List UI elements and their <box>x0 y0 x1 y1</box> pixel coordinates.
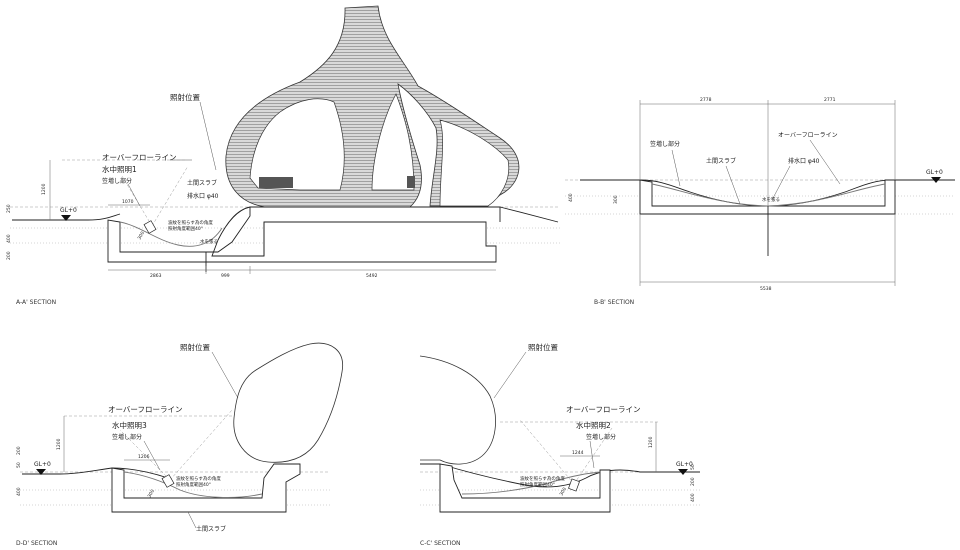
gl-label-dd: GL+0 <box>34 461 51 468</box>
label-angle-note-1-cc: 波紋を照らす為の角度 <box>520 475 565 482</box>
ground-right-aa <box>499 206 559 223</box>
ground-line-aa <box>12 213 121 221</box>
rock-blob-cc <box>419 355 496 465</box>
underwater-light-3-fixture <box>161 474 175 488</box>
rock-opening-left <box>249 98 345 191</box>
dim-1244-cc: 1244 <box>572 450 584 456</box>
dim-1070-aa: 1070 <box>122 199 134 205</box>
label-angle-note-1-dd: 波紋を照らす為の角度 <box>176 475 221 482</box>
pond-outline-dd <box>111 463 301 513</box>
light-beam-dd <box>119 409 233 481</box>
dim-2771-bb: 2771 <box>824 97 836 103</box>
label-angle-note-2-aa: 照射角度範囲40° <box>168 225 203 232</box>
dim-300-dd: 300 <box>147 488 157 499</box>
light-beam-cc <box>519 419 613 485</box>
water-surface-dd <box>123 471 263 498</box>
label-angle-note-2-dd: 照射角度範囲40° <box>176 481 211 488</box>
dim-300-cc: 300 <box>559 486 569 497</box>
label-illumination-position-aa: 照射位置 <box>170 92 200 102</box>
underwater-light-2-fixture <box>568 478 580 492</box>
section-aa: 照射位置 オーバーフローライン 水中照明1 笠増し部分 土間スラブ 排水口 φ4… <box>6 5 560 306</box>
dim-400-bb: 400 <box>568 193 574 202</box>
dim-200-cc: 200 <box>690 477 696 486</box>
rock-blob-dd <box>233 342 343 463</box>
dim-400-dd: 400 <box>16 487 22 496</box>
gl-marker-dd <box>36 469 46 475</box>
dim-300-bb: 300 <box>613 195 619 204</box>
label-underwater-light-aa: 水中照明1 <box>102 164 137 174</box>
dim-2778-bb: 2778 <box>700 97 712 103</box>
dim-50-dd: 50 <box>16 462 22 468</box>
label-water-surface-aa: 水を張る <box>200 238 218 245</box>
label-drain-bb: 排水口 φ40 <box>788 157 820 165</box>
label-floor-slab-aa: 土間スラブ <box>187 179 217 187</box>
label-floor-slab-dd: 土間スラブ <box>196 525 226 533</box>
gl-label-aa: GL+0 <box>60 207 77 214</box>
label-underwater-light-dd: 水中照明3 <box>112 420 147 430</box>
label-underwater-light-cc: 水中照明2 <box>576 420 611 430</box>
section-title-bb: B-B' SECTION <box>594 299 634 306</box>
pond-outline-aa <box>107 206 497 263</box>
label-raised-part-dd: 笠増し部分 <box>112 433 142 441</box>
label-floor-slab-bb: 土間スラブ <box>706 157 736 165</box>
label-angle-note-2-cc: 照射角度範囲40° <box>520 481 555 488</box>
label-angle-note-1-aa: 波紋を照らす為の角度 <box>168 219 213 226</box>
dim-200-aa: 200 <box>6 251 12 260</box>
section-bb: 2778 2771 笠増し部分 土間スラブ オーバーフローライン 排水口 φ40… <box>565 97 955 306</box>
dim-999-aa: 999 <box>221 273 230 279</box>
dim-250-aa: 250 <box>6 204 12 213</box>
label-illumination-position-cc: 照射位置 <box>528 342 558 352</box>
dim-1200-dd: 1200 <box>56 438 62 450</box>
gl-marker-bb <box>931 177 941 183</box>
rock-opening-right <box>371 93 415 191</box>
dim-1206-dd: 1206 <box>138 454 150 460</box>
label-drain-aa: 排水口 φ40 <box>187 192 219 200</box>
dim-1200-aa: 1200 <box>41 183 47 195</box>
label-water-surface-bb: 水を張る <box>762 196 780 203</box>
gl-label-bb: GL+0 <box>926 169 943 176</box>
dim-200-dd: 200 <box>16 446 22 455</box>
water-surface-aa <box>119 221 223 247</box>
dim-400-cc: 400 <box>690 493 696 502</box>
section-dd: 照射位置 オーバーフローライン 水中照明3 笠増し部分 波紋を照らす為の角度 照… <box>16 342 343 547</box>
section-cc: 照射位置 オーバーフローライン 水中照明2 笠増し部分 波紋を照らす為の角度 照… <box>419 342 700 547</box>
section-title-dd: D-D' SECTION <box>16 540 57 547</box>
pond-outline-bb <box>639 179 896 215</box>
light-beam-aa <box>121 165 189 227</box>
dim-5538-bb: 5538 <box>760 286 772 292</box>
dim-300-aa: 300 <box>137 230 147 241</box>
label-overflow-line-aa: オーバーフローライン <box>102 153 176 162</box>
dim-2863-aa: 2863 <box>150 273 162 279</box>
gl-marker-aa <box>61 215 71 221</box>
section-title-aa: A-A' SECTION <box>16 299 56 306</box>
label-illumination-position-dd: 照射位置 <box>180 342 210 352</box>
water-surface-cc <box>461 471 601 495</box>
dim-50-cc: 50 <box>690 464 696 470</box>
dim-400-aa: 400 <box>6 234 12 243</box>
rock-opening-far-right <box>439 119 510 207</box>
label-raised-part-aa: 笠増し部分 <box>102 177 132 185</box>
dim-1200-cc: 1200 <box>648 436 654 448</box>
underwater-light-1-fixture <box>143 220 157 234</box>
label-raised-part-cc: 笠増し部分 <box>586 433 616 441</box>
section-title-cc: C-C' SECTION <box>420 540 461 547</box>
ground-line-cc <box>420 463 700 488</box>
label-raised-part-bb: 笠増し部分 <box>650 140 680 148</box>
lighting-fixture-aa-1 <box>259 177 293 188</box>
gl-label-cc: GL+0 <box>676 461 693 468</box>
lighting-fixture-aa-2 <box>407 176 415 188</box>
gl-marker-cc <box>678 469 688 475</box>
dim-5492-aa: 5492 <box>366 273 378 279</box>
label-overflow-line-cc: オーバーフローライン <box>566 405 640 414</box>
label-overflow-line-bb: オーバーフローライン <box>778 132 838 139</box>
label-overflow-line-dd: オーバーフローライン <box>108 405 182 414</box>
pond-outline-cc <box>439 463 611 513</box>
